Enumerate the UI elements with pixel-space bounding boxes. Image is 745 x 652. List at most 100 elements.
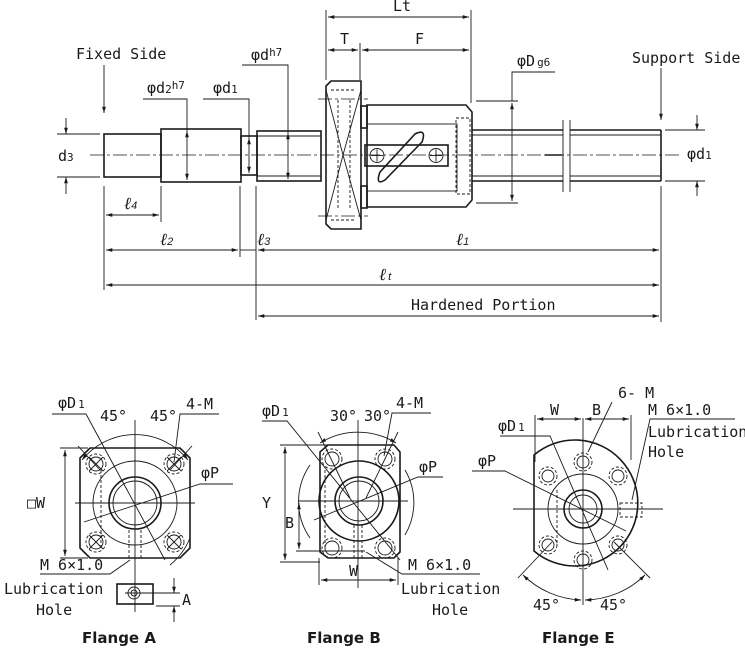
flange-e-angle-ext-left bbox=[517, 541, 553, 579]
flange-b-leader-lube bbox=[365, 551, 480, 575]
label-l1: ℓ1 bbox=[456, 230, 469, 250]
flange-b-d1-arc-left bbox=[298, 464, 311, 539]
shaft-view: Fixed Side Support Side φd2h7 φd1 φdh7 bbox=[57, 0, 740, 322]
flange-b-leader-holes bbox=[383, 412, 431, 457]
flange-a-angle-ext-left bbox=[77, 445, 101, 471]
return-tube bbox=[377, 131, 425, 183]
screw-icon-right bbox=[428, 148, 444, 163]
label-phi-d1-right: φd1 bbox=[687, 145, 712, 163]
flange-e-angle-ext-right bbox=[613, 541, 651, 579]
flange-e-outline bbox=[533, 439, 639, 567]
flange-a-label-angle-left: 45° bbox=[100, 407, 127, 425]
flange-a-leader-P bbox=[83, 483, 233, 523]
flange-b-label-W: W bbox=[349, 562, 359, 580]
flange-e-label-lube-thread: M 6×1.0 bbox=[648, 401, 711, 419]
flange-b-leader-P bbox=[313, 476, 443, 521]
leader-d2 bbox=[143, 98, 188, 131]
flange-b-label-angle-right: 30° bbox=[364, 407, 391, 425]
nut-seal-hidden bbox=[455, 117, 471, 195]
flange-b-angle-ext-left bbox=[317, 431, 351, 499]
flange-a-title: Flange A bbox=[82, 629, 156, 647]
flange-e-leader-lube bbox=[631, 418, 735, 501]
flange-a-label-lube-1: Lubrication bbox=[4, 580, 103, 598]
svg-text:φdh7: φdh7 bbox=[251, 46, 282, 64]
flange-a-label-lube-2: Hole bbox=[36, 601, 72, 619]
label-phi-dh7: φdh7 bbox=[251, 46, 282, 64]
flange-a-leader-D1 bbox=[52, 413, 166, 561]
flange-a-label-angle-right: 45° bbox=[150, 407, 177, 425]
nut-body bbox=[366, 104, 473, 208]
flange-b-bolt-holes bbox=[321, 448, 396, 559]
flange-e-label-lube-2: Hole bbox=[648, 443, 684, 461]
label-Lt: Lt bbox=[393, 0, 411, 15]
flange-a-label-W: □W bbox=[27, 494, 46, 512]
flange-e-label-W: W bbox=[550, 401, 560, 419]
label-l3: ℓ3 bbox=[257, 230, 271, 250]
flange-e-label-B: B bbox=[592, 401, 601, 419]
label-T: T bbox=[340, 30, 349, 48]
fixed-side-label: Fixed Side bbox=[76, 45, 166, 63]
label-phi-d2: φd2h7 bbox=[147, 79, 185, 97]
label-l4: ℓ4 bbox=[124, 194, 137, 214]
flange-e-bolt-holes bbox=[538, 452, 628, 570]
flange-b-label-Y: Y bbox=[262, 494, 271, 512]
flange-b-title: Flange B bbox=[307, 629, 381, 647]
flange-e-angle-arc-left bbox=[522, 574, 582, 602]
flange-b-label-B: B bbox=[285, 514, 294, 532]
flange-e-lube-hidden bbox=[619, 502, 643, 518]
nut-spigot-bottom bbox=[360, 185, 368, 209]
label-hardened-portion: Hardened Portion bbox=[411, 296, 556, 314]
flange-b-label-lube-1: Lubrication bbox=[401, 580, 500, 598]
nut-spigot-top bbox=[360, 105, 368, 129]
flange-a-angle-ext-right bbox=[169, 445, 193, 471]
flange-a-leader-lube bbox=[40, 559, 131, 575]
nut-flange bbox=[318, 80, 368, 230]
shaft-bearing-seat-d2 bbox=[160, 128, 242, 183]
flange-a-label-holes: 4-M bbox=[186, 395, 213, 413]
flange-e-angle-arc-right bbox=[584, 574, 646, 602]
flange-b-leader-D1 bbox=[262, 420, 401, 561]
svg-text:φd2h7: φd2h7 bbox=[147, 79, 185, 97]
leader-d1-left bbox=[203, 98, 250, 138]
flange-b-angle-arc bbox=[319, 431, 397, 444]
flange-a-outline bbox=[79, 447, 191, 559]
flange-a-d1-arc bbox=[169, 537, 191, 566]
flange-b-label-P: φP bbox=[419, 458, 437, 476]
shaft-section-dh7 bbox=[256, 130, 322, 182]
flange-b-outline bbox=[319, 444, 401, 559]
flange-b-angle-ext-right bbox=[365, 431, 399, 499]
support-side-label: Support Side bbox=[632, 49, 740, 67]
flange-a-label-A: A bbox=[182, 591, 191, 609]
flange-e-leader-holes bbox=[587, 401, 613, 453]
nut-window bbox=[366, 123, 458, 192]
flange-e-label-P: φP bbox=[478, 452, 496, 470]
flange-e-label-lube-1: Lubrication bbox=[648, 423, 745, 441]
screw-icon-left bbox=[369, 148, 385, 163]
flange-e-leader-P bbox=[472, 470, 627, 532]
label-F: F bbox=[415, 30, 424, 48]
flange-e-leader-D1 bbox=[500, 435, 609, 571]
flange-e-label-angle-left: 45° bbox=[533, 596, 560, 614]
return-tube-plate bbox=[364, 144, 449, 167]
flange-b-label-lube-thread: M 6×1.0 bbox=[408, 556, 471, 574]
flange-b-d1-arc-right bbox=[404, 469, 415, 536]
shaft-end-d3 bbox=[103, 133, 162, 178]
flange-b-label-holes: 4-M bbox=[396, 394, 423, 412]
flange-e-label-holes: 6- M bbox=[618, 384, 654, 402]
label-d3: d3 bbox=[58, 147, 74, 165]
flange-a-leader-holes bbox=[173, 413, 219, 463]
label-phi-d1-left: φd1 bbox=[213, 79, 238, 97]
flange-b-label-lube-2: Hole bbox=[432, 601, 468, 619]
leader-Dg6 bbox=[511, 71, 555, 101]
svg-text:φd1: φd1 bbox=[213, 79, 238, 97]
flange-b-label-angle-left: 30° bbox=[330, 407, 357, 425]
leader-dh7 bbox=[242, 64, 289, 133]
flange-a-label-lube-thread: M 6×1.0 bbox=[40, 556, 103, 574]
